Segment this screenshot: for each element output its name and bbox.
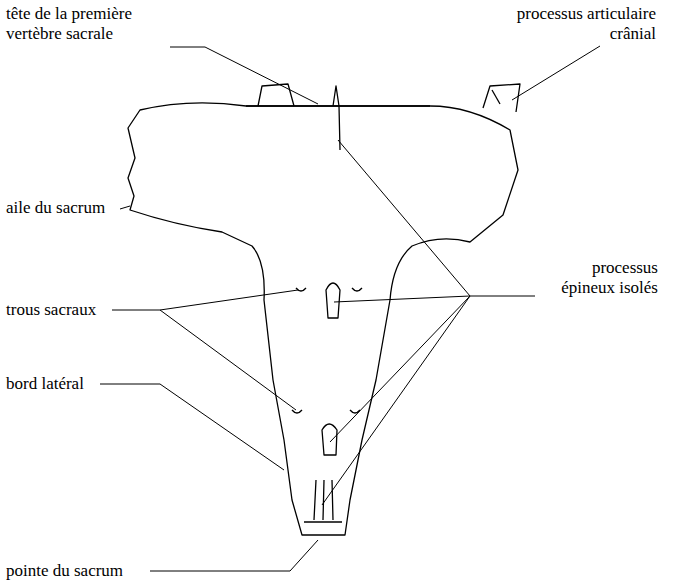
part-label: tête de la première vertèbre sacrale <box>6 4 171 44</box>
part-label: trous sacraux <box>6 300 116 320</box>
part-label: aile du sacrum <box>6 198 126 218</box>
leader-lines <box>100 46 600 571</box>
part-label: processus épineux isolés <box>538 258 658 298</box>
part-label: pointe du sacrum <box>6 561 156 581</box>
part-label: processus articulaire crânial <box>480 4 656 44</box>
part-label: bord latéral <box>6 374 106 394</box>
